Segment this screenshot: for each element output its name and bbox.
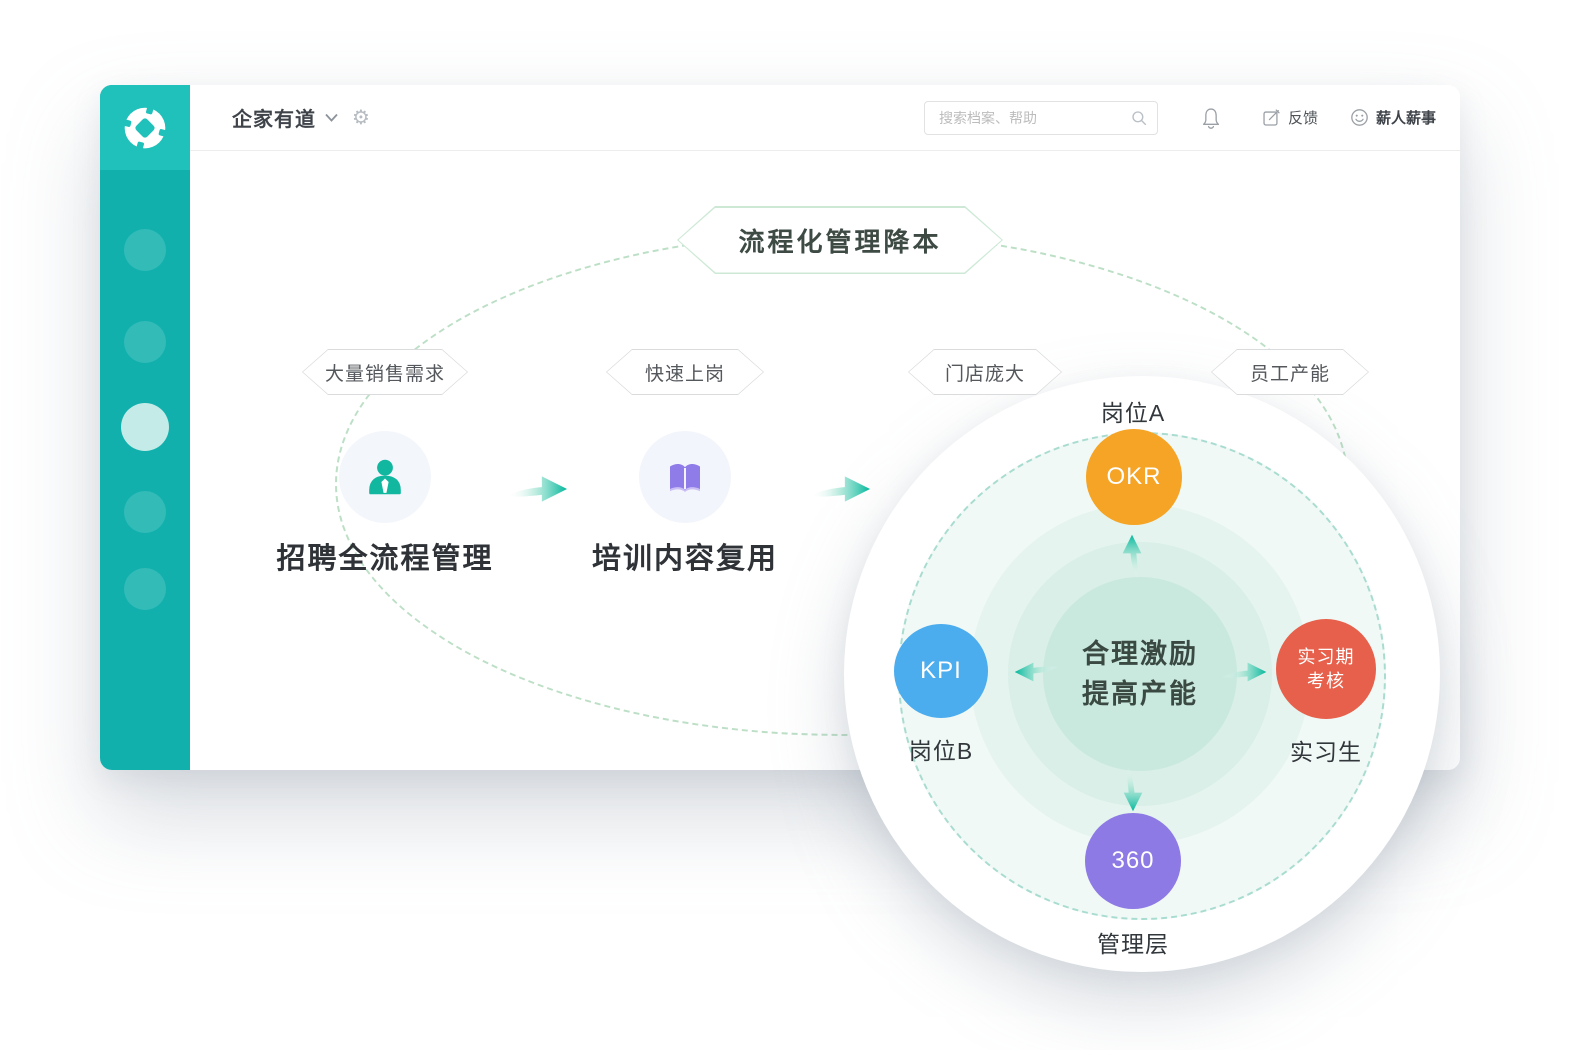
training-step-icon-circle bbox=[639, 431, 731, 523]
top-bar: 企家有道 ⚙ bbox=[190, 85, 1460, 151]
tag-hexagon-1: 大量销售需求 bbox=[302, 349, 468, 395]
flow-arrow-icon bbox=[809, 476, 871, 502]
title-hexagon-label: 流程化管理降本 bbox=[738, 226, 942, 257]
tag-hexagon-2-label: 快速上岗 bbox=[644, 363, 725, 385]
search-box bbox=[923, 100, 1158, 135]
training-step-label: 培训内容复用 bbox=[591, 543, 778, 575]
cycle-center-text-line2: 提高产能 bbox=[1082, 679, 1198, 709]
tag-hexagon-3: 门店庞大 bbox=[908, 349, 1062, 395]
radial-arrow-down-icon bbox=[1123, 766, 1143, 812]
settings-gear-icon[interactable]: ⚙ bbox=[352, 106, 370, 129]
account-brand-label: 薪人薪事 bbox=[1375, 110, 1436, 127]
top-bar-right: 反馈 薪人薪事 bbox=[923, 100, 1436, 135]
cycle-center-circle: 合理激励 提高产能 bbox=[1043, 577, 1237, 771]
workspace-name: 企家有道 bbox=[232, 109, 316, 131]
radial-arrow-up-icon bbox=[1122, 534, 1142, 580]
feedback-label: 反馈 bbox=[1287, 110, 1318, 127]
title-hexagon: 流程化管理降本 bbox=[677, 206, 1003, 274]
cycle-label-post-a: 岗位A bbox=[1100, 400, 1166, 426]
sidebar bbox=[100, 85, 190, 770]
search-input[interactable] bbox=[936, 108, 1126, 127]
cycle-label-post-b: 岗位B bbox=[908, 738, 974, 764]
radial-arrow-right-icon bbox=[1221, 662, 1267, 682]
tag-hexagon-4: 员工产能 bbox=[1211, 349, 1369, 395]
cycle-node-360-label: 360 bbox=[1111, 847, 1155, 874]
cycle-node-okr: OKR bbox=[1086, 429, 1182, 525]
cycle-node-okr-label: OKR bbox=[1106, 463, 1162, 490]
recruit-step-label: 招聘全流程管理 bbox=[276, 543, 494, 575]
coin-logo-icon bbox=[119, 101, 171, 154]
cycle-label-management: 管理层 bbox=[1097, 931, 1169, 957]
tag-hexagon-1-label: 大量销售需求 bbox=[324, 363, 445, 385]
person-icon bbox=[369, 459, 401, 495]
tag-hexagon-2: 快速上岗 bbox=[606, 349, 764, 395]
account-button[interactable]: 薪人薪事 bbox=[1350, 107, 1436, 128]
cycle-node-internship-line2: 考核 bbox=[1307, 671, 1345, 691]
user-smiley-icon bbox=[1351, 109, 1368, 126]
feedback-button[interactable]: 反馈 bbox=[1262, 107, 1318, 128]
notifications-button[interactable] bbox=[1200, 106, 1222, 130]
bell-icon bbox=[1202, 107, 1220, 129]
cycle-center-text-line1: 合理激励 bbox=[1082, 638, 1198, 669]
sidebar-item-dot-4[interactable] bbox=[124, 491, 166, 533]
app-logo[interactable] bbox=[100, 85, 190, 170]
flow-arrow-icon bbox=[506, 476, 568, 502]
recruit-step-icon-circle bbox=[339, 431, 431, 523]
cycle-node-internship-line1: 实习期 bbox=[1297, 646, 1355, 667]
sidebar-item-dot-3-active[interactable] bbox=[121, 403, 169, 451]
search-icon bbox=[1132, 110, 1147, 125]
sidebar-item-dot-2[interactable] bbox=[124, 321, 166, 363]
cycle-node-internship: 实习期 考核 bbox=[1276, 619, 1376, 719]
radial-arrow-left-icon bbox=[1014, 662, 1060, 682]
tag-hexagon-3-label: 门店庞大 bbox=[944, 363, 1025, 385]
tag-hexagon-4-label: 员工产能 bbox=[1249, 363, 1330, 385]
cycle-node-kpi-label: KPI bbox=[920, 657, 962, 684]
cycle-label-intern: 实习生 bbox=[1290, 739, 1362, 765]
chevron-down-icon bbox=[325, 113, 338, 122]
cycle-node-360: 360 bbox=[1085, 813, 1181, 909]
edit-feedback-icon bbox=[1263, 109, 1280, 126]
sidebar-item-dot-1[interactable] bbox=[124, 229, 166, 271]
workspace-switcher[interactable]: 企家有道 bbox=[232, 103, 338, 132]
sidebar-item-dot-5[interactable] bbox=[124, 568, 166, 610]
cycle-node-kpi: KPI bbox=[894, 624, 988, 718]
book-icon bbox=[670, 464, 700, 492]
